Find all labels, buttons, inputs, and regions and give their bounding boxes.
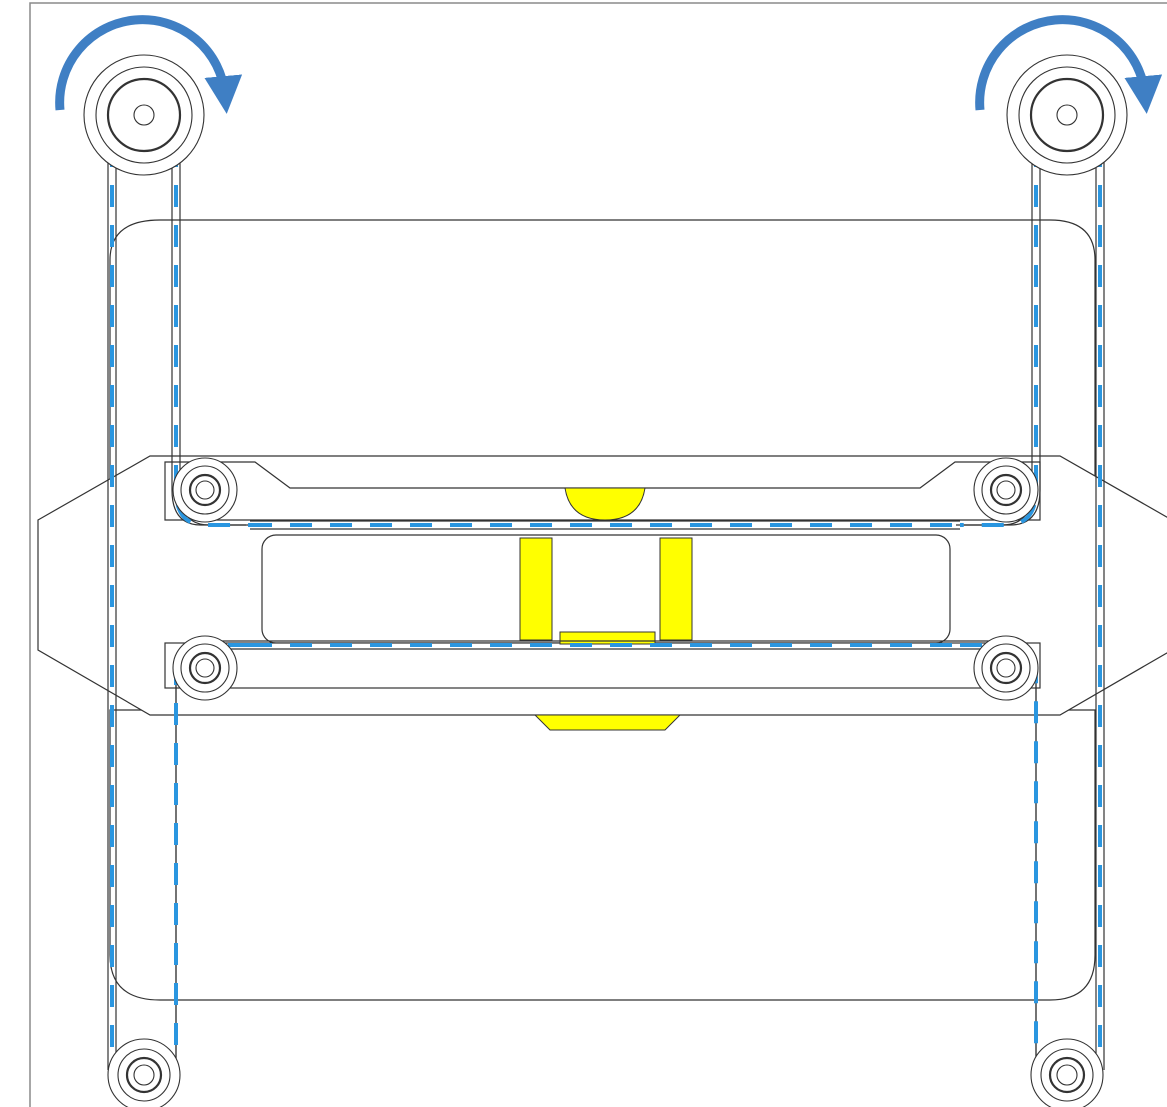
pulley-ring bbox=[1029, 77, 1105, 153]
right-outer-belt bbox=[1095, 145, 1105, 1070]
pulley-ring bbox=[180, 465, 230, 515]
pulley-ring bbox=[973, 635, 1039, 701]
pulley-ring bbox=[125, 1056, 163, 1094]
upper-horizontal-belt bbox=[250, 520, 960, 530]
top-right-drive-pulley bbox=[1006, 54, 1128, 176]
center-slot bbox=[261, 534, 951, 644]
belt-edge bbox=[171, 145, 246, 526]
belt-edge bbox=[964, 145, 1041, 526]
lower-horizontal-belt bbox=[250, 640, 960, 650]
gripper-base bbox=[559, 631, 656, 645]
pulley-ring bbox=[996, 658, 1016, 678]
figure-border bbox=[29, 2, 1167, 1107]
pulley-ring bbox=[195, 480, 215, 500]
pulley-ring bbox=[1040, 1048, 1094, 1102]
pulley-ring bbox=[996, 480, 1016, 500]
lower-panel bbox=[109, 709, 1096, 1001]
pulley-ring bbox=[117, 1048, 171, 1102]
pulley-ring bbox=[172, 635, 238, 701]
lower-right-idler-pulley bbox=[973, 635, 1039, 701]
pulley-ring bbox=[172, 457, 238, 523]
left-gripper-arm bbox=[519, 537, 553, 641]
pulley-ring bbox=[981, 465, 1031, 515]
upper-panel bbox=[109, 219, 1096, 481]
upper-left-idler-pulley bbox=[172, 457, 238, 523]
lower-left-idler-pulley bbox=[172, 635, 238, 701]
pulley-ring bbox=[180, 643, 230, 693]
right-gripper-arm bbox=[659, 537, 693, 641]
top-gripper-pad bbox=[564, 487, 646, 521]
pulley-ring bbox=[83, 54, 205, 176]
pulley-ring bbox=[1006, 54, 1128, 176]
pulley-ring bbox=[981, 643, 1031, 693]
top-left-drive-pulley bbox=[83, 54, 205, 176]
pulley-ring bbox=[1056, 1064, 1078, 1086]
pulley-ring bbox=[188, 651, 222, 685]
pulley-ring bbox=[106, 77, 182, 153]
bottom-right-pulley bbox=[1030, 1038, 1104, 1107]
pulley-ring bbox=[195, 658, 215, 678]
upper-right-idler-pulley bbox=[973, 457, 1039, 523]
lower-beam bbox=[164, 642, 1041, 689]
pulley-ring bbox=[989, 473, 1023, 507]
clockwise-arrow-icon bbox=[55, 15, 243, 114]
pulley-ring bbox=[1048, 1056, 1086, 1094]
bottom-gripper-pad bbox=[533, 714, 682, 731]
pulley-ring bbox=[133, 1064, 155, 1086]
belt-dash bbox=[960, 145, 1038, 527]
pulley-ring bbox=[133, 104, 155, 126]
pulley-ring bbox=[1018, 66, 1116, 164]
belt-dash bbox=[174, 145, 250, 527]
pulley-ring bbox=[188, 473, 222, 507]
pulley-ring bbox=[973, 457, 1039, 523]
bottom-left-pulley bbox=[107, 1038, 181, 1107]
pulley-ring bbox=[1056, 104, 1078, 126]
pulley-group bbox=[83, 54, 1128, 1107]
pulley-ring bbox=[989, 651, 1023, 685]
pulley-ring bbox=[95, 66, 193, 164]
clockwise-arrow-icon bbox=[975, 15, 1163, 114]
left-outer-belt bbox=[107, 145, 117, 1070]
